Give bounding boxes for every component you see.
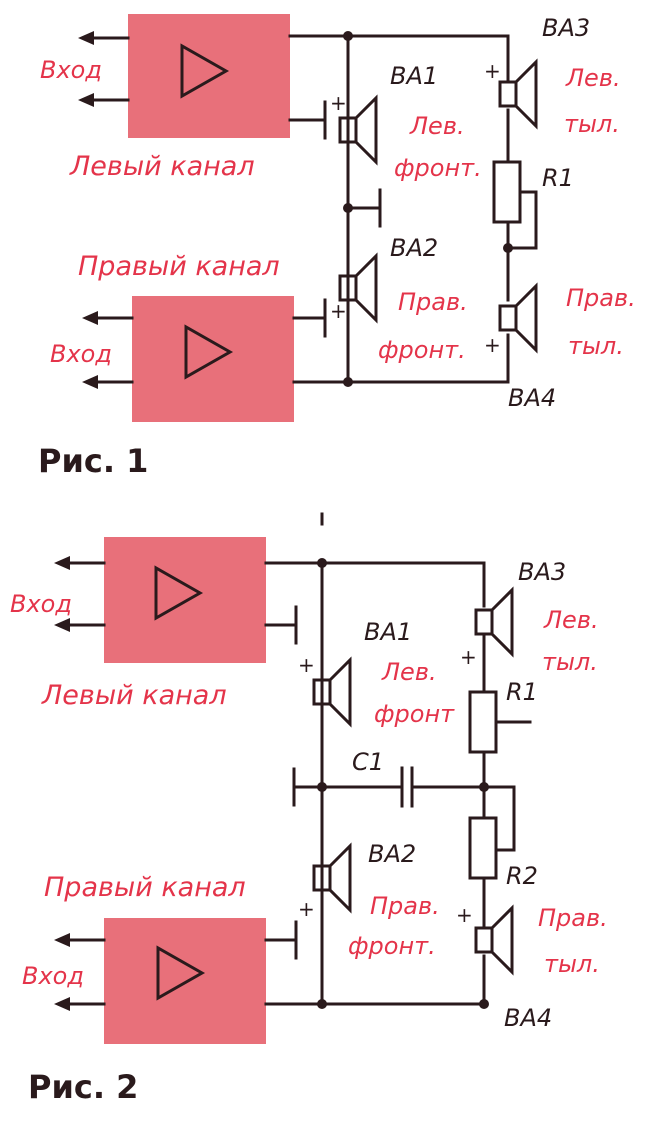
- fig1-plus-sign: +: [484, 333, 501, 357]
- fig1-right-channel-label: Правый канал: [78, 251, 280, 282]
- fig1-plus-sign: +: [484, 59, 501, 83]
- fig1-ba1-ref: BA1: [390, 62, 438, 90]
- fig1-plus-sign: +: [330, 299, 347, 323]
- fig1-right-amplifier: [132, 296, 294, 422]
- fig2-ba4-desc: Прав.: [538, 904, 608, 932]
- fig1-speaker-ba1: [338, 94, 378, 166]
- fig1-ba1-desc: Лев.: [409, 112, 465, 140]
- fig2-junction: [317, 999, 327, 1009]
- fig1-plus-sign: +: [330, 91, 347, 115]
- fig1-wiring: [288, 34, 538, 384]
- fig1-ba2-ref: BA2: [390, 234, 438, 262]
- fig1-ba4-ref: BA4: [508, 384, 556, 412]
- fig1-right-input-arrows: [82, 311, 134, 389]
- fig2-right-amplifier-symbol: [156, 945, 206, 1001]
- fig1-left-amplifier: [128, 14, 290, 138]
- fig1-left-input-label: Вход: [40, 56, 102, 84]
- fig2-speaker-ba1: [312, 656, 352, 728]
- fig2-right-input-label: Вход: [22, 962, 84, 990]
- fig2-plus-sign: +: [298, 897, 315, 921]
- fig2-resistor-r2: [468, 816, 498, 880]
- fig1-ba1-desc: фронт.: [394, 154, 482, 182]
- fig2-junction: [479, 782, 489, 792]
- fig2-ba4-desc: тыл.: [544, 950, 600, 978]
- fig2-speaker-ba4: [474, 904, 514, 976]
- fig1-junction: [343, 203, 353, 213]
- fig2-left-input-label: Вход: [10, 590, 72, 618]
- fig2-ba1-desc: фронт: [374, 700, 455, 728]
- fig1-resistor-r1: [492, 160, 522, 224]
- fig2-plus-sign: +: [298, 653, 315, 677]
- fig2-ba2-desc: Прав.: [370, 892, 440, 920]
- fig2-ba1-ref: BA1: [364, 618, 412, 646]
- fig2-left-input-arrows: [54, 556, 106, 632]
- figure-1: + + + + Вход Вход Левый канал Правый кан…: [38, 14, 636, 480]
- fig1-ba3-ref: BA3: [542, 14, 590, 42]
- fig2-ba1-desc: Лев.: [381, 658, 437, 686]
- fig2-ba2-desc: фронт.: [348, 932, 436, 960]
- fig1-left-channel-label: Левый канал: [69, 151, 255, 182]
- fig1-ba3-desc: Лев.: [565, 64, 621, 92]
- fig2-plus-sign: +: [460, 645, 477, 669]
- figure-2: + + + + Вход Вход Левый канал Правый кан…: [10, 512, 608, 1106]
- fig2-left-channel-label: Левый канал: [41, 680, 227, 711]
- fig2-r1-ref: R1: [506, 678, 538, 706]
- fig1-ba4-desc: тыл.: [568, 332, 624, 360]
- fig2-speaker-ba3: [474, 586, 514, 658]
- fig1-junction: [343, 31, 353, 41]
- fig2-ba4-ref: BA4: [504, 1004, 552, 1032]
- fig2-r2-ref: R2: [506, 862, 538, 890]
- fig1-speaker-ba3: [498, 58, 538, 130]
- fig2-ba3-ref: BA3: [518, 558, 566, 586]
- fig1-right-amplifier-symbol: [184, 324, 234, 380]
- fig1-left-amplifier-symbol: [180, 43, 230, 99]
- fig1-junction: [503, 243, 513, 253]
- fig2-caption: Рис. 2: [28, 1068, 138, 1106]
- fig2-right-input-arrows: [54, 933, 106, 1011]
- fig2-junction: [317, 782, 327, 792]
- fig2-plus-sign: +: [456, 903, 473, 927]
- fig1-left-input-arrows: [78, 31, 130, 107]
- fig2-c1-ref: C1: [352, 748, 384, 776]
- fig1-junction: [343, 377, 353, 387]
- fig2-ba3-desc: Лев.: [543, 606, 599, 634]
- fig1-ba2-desc: Прав.: [398, 288, 468, 316]
- fig1-ba4-desc: Прав.: [566, 284, 636, 312]
- fig2-right-channel-label: Правый канал: [44, 872, 246, 903]
- fig2-junction: [317, 558, 327, 568]
- fig2-ba2-ref: BA2: [368, 840, 416, 868]
- fig1-right-input-label: Вход: [50, 340, 112, 368]
- fig2-resistor-r1: [468, 690, 498, 754]
- fig2-left-amplifier-symbol: [154, 565, 204, 621]
- fig1-caption: Рис. 1: [38, 442, 148, 480]
- fig1-ba3-desc: тыл.: [564, 110, 620, 138]
- fig2-junction: [479, 999, 489, 1009]
- fig1-speaker-ba4: [498, 282, 538, 354]
- fig1-speaker-ba2: [338, 252, 378, 324]
- fig1-r1-ref: R1: [542, 164, 574, 192]
- fig2-ba3-desc: тыл.: [542, 648, 598, 676]
- fig1-ba2-desc: фронт.: [378, 336, 466, 364]
- fig2-speaker-ba2: [312, 842, 352, 914]
